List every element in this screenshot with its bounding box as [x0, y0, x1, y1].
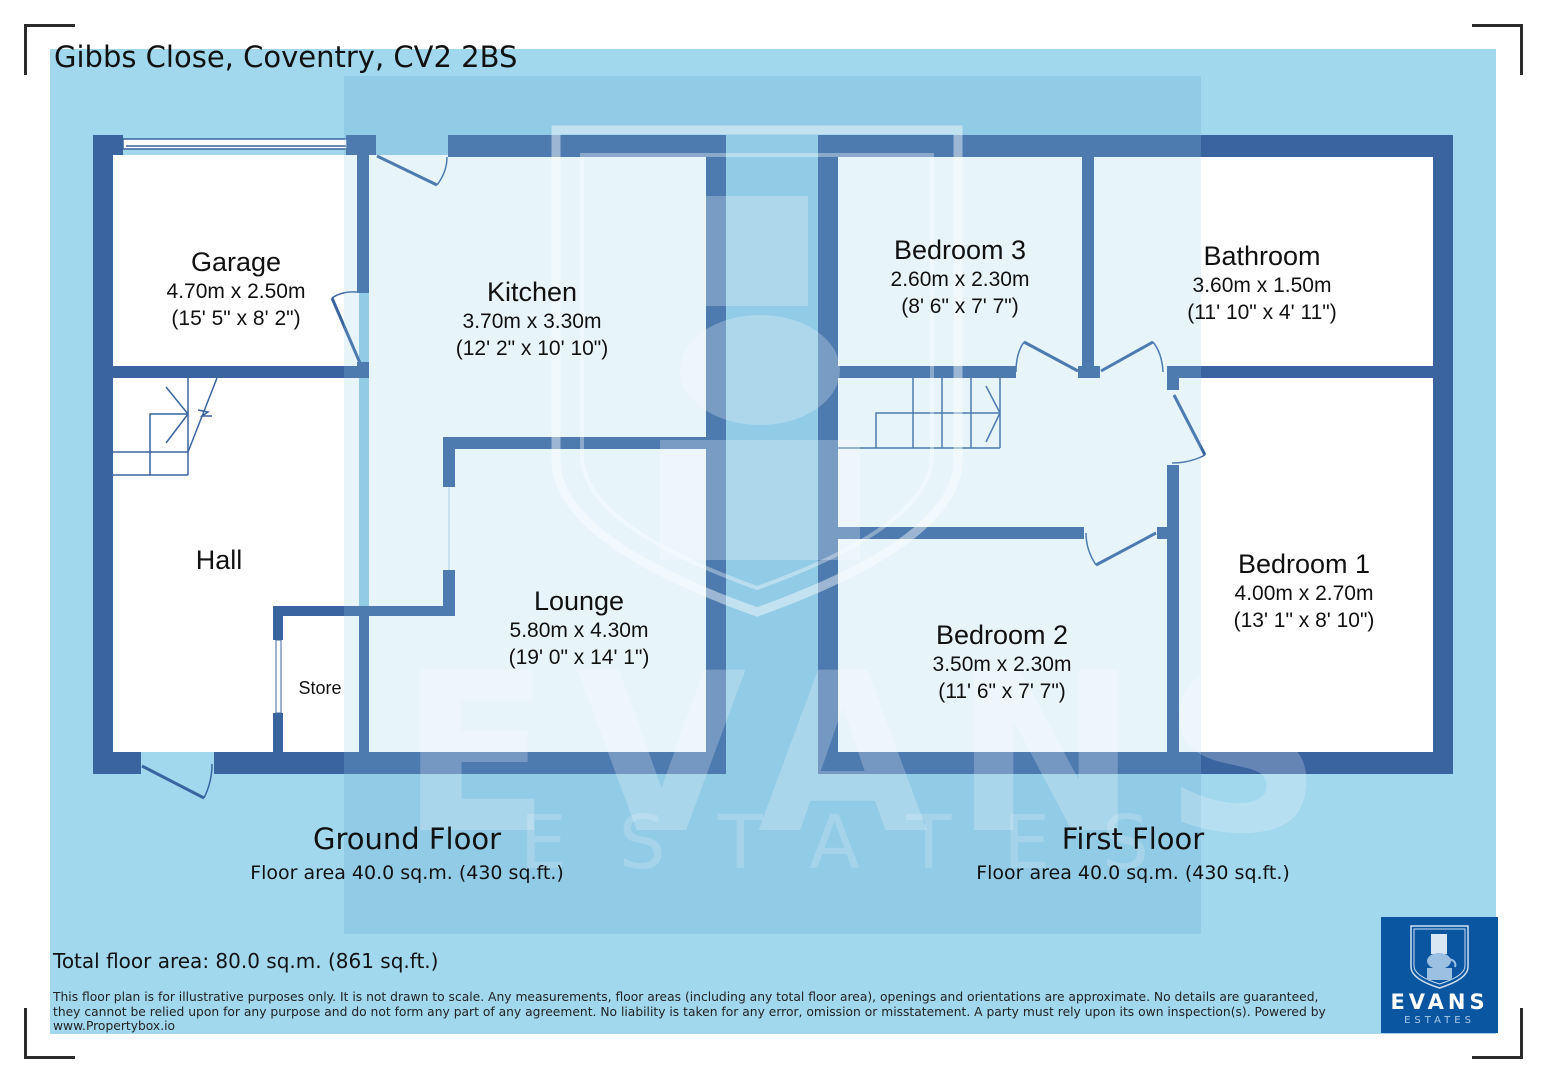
floor-name: First Floor [1061, 822, 1205, 856]
first-floor-doors [1015, 340, 1207, 567]
frame-corner-bottom-left [24, 1008, 75, 1059]
garage-internal-door [330, 297, 362, 364]
hall-area [113, 378, 359, 752]
room-metric: 4.00m x 2.70m [1234, 582, 1374, 605]
room-label-bedroom-3: Bedroom 3 2.60m x 2.30m (8' 6" x 7' 7") [891, 234, 1030, 320]
room-imperial: (11' 6" x 7' 7") [938, 680, 1066, 703]
room-label-hall: Hall [196, 544, 243, 576]
room-imperial: (11' 10" x 4' 11") [1187, 301, 1337, 324]
disclaimer-text: This floor plan is for illustrative purp… [53, 990, 1326, 1033]
room-name: Bathroom [1203, 241, 1321, 271]
room-name: Store [298, 678, 342, 698]
room-name: Hall [195, 545, 243, 575]
room-label-lounge: Lounge 5.80m x 4.30m (19' 0" x 14' 1") [509, 585, 650, 671]
first-floor-caption: First Floor Floor area 40.0 sq.m. (430 s… [976, 820, 1290, 888]
ground-floor-plan [93, 135, 726, 800]
first-floor-stairs [838, 378, 1001, 449]
logo-brand: EVANS [1390, 990, 1489, 1014]
ground-floor-stairs [113, 377, 218, 476]
room-metric: 2.60m x 2.30m [890, 268, 1030, 291]
garage-area [113, 155, 359, 368]
room-label-bathroom: Bathroom 3.60m x 1.50m (11' 10" x 4' 11"… [1187, 240, 1336, 326]
room-imperial: (8' 6" x 7' 7") [901, 295, 1019, 318]
room-imperial: (13' 1" x 8' 10") [1233, 609, 1375, 632]
room-label-store: Store [298, 672, 341, 704]
front-door [141, 764, 205, 800]
evans-estates-logo: EVANS ESTATES [1381, 917, 1498, 1033]
logo-sub: ESTATES [1404, 1015, 1475, 1026]
floor-area: Floor area 40.0 sq.m. (430 sq.ft.) [250, 862, 564, 884]
room-label-bedroom-1: Bedroom 1 4.00m x 2.70m (13' 1" x 8' 10"… [1234, 548, 1375, 634]
watermark-castle-elephant-icon [660, 196, 860, 560]
kitchen-door [376, 154, 438, 187]
watermark-tint [344, 76, 1201, 934]
garage-door [122, 138, 348, 150]
property-address-title: Gibbs Close, Coventry, CV2 2BS [54, 40, 518, 74]
room-name: Kitchen [486, 277, 578, 307]
frame-corner-bottom-right [1472, 1008, 1523, 1059]
room-name: Bedroom 1 [1237, 549, 1371, 579]
watermark-shield-icon [551, 125, 963, 617]
kitchen-lounge-area [369, 155, 706, 752]
room-metric: 5.80m x 4.30m [509, 619, 649, 642]
room-imperial: (12' 2" x 10' 10") [455, 337, 609, 360]
shield-castle-elephant-icon [1410, 925, 1469, 989]
frame-corner-top-left [24, 24, 75, 75]
room-name: Lounge [533, 586, 625, 616]
floor-name: Ground Floor [312, 822, 502, 856]
room-metric: 3.60m x 1.50m [1192, 274, 1332, 297]
floor-area: Floor area 40.0 sq.m. (430 sq.ft.) [976, 862, 1290, 884]
room-label-garage: Garage 4.70m x 2.50m (15' 5" x 8' 2") [167, 246, 306, 332]
room-metric: 3.70m x 3.30m [462, 310, 602, 333]
room-name: Bedroom 3 [893, 235, 1027, 265]
total-floor-area: Total floor area: 80.0 sq.m. (861 sq.ft.… [53, 949, 439, 973]
room-metric: 4.70m x 2.50m [166, 280, 306, 303]
frame-corner-top-right [1472, 24, 1523, 75]
room-name: Garage [190, 247, 282, 277]
room-label-kitchen: Kitchen 3.70m x 3.30m (12' 2" x 10' 10") [456, 276, 609, 362]
store-door [275, 639, 282, 714]
room-metric: 3.50m x 2.30m [932, 653, 1072, 676]
room-label-bedroom-2: Bedroom 2 3.50m x 2.30m (11' 6" x 7' 7") [933, 619, 1072, 705]
room-name: Bedroom 2 [935, 620, 1069, 650]
first-floor-plan [818, 135, 1453, 774]
room-imperial: (19' 0" x 14' 1") [508, 646, 650, 669]
ground-floor-caption: Ground Floor Floor area 40.0 sq.m. (430 … [250, 820, 564, 888]
room-imperial: (15' 5" x 8' 2") [171, 307, 301, 330]
